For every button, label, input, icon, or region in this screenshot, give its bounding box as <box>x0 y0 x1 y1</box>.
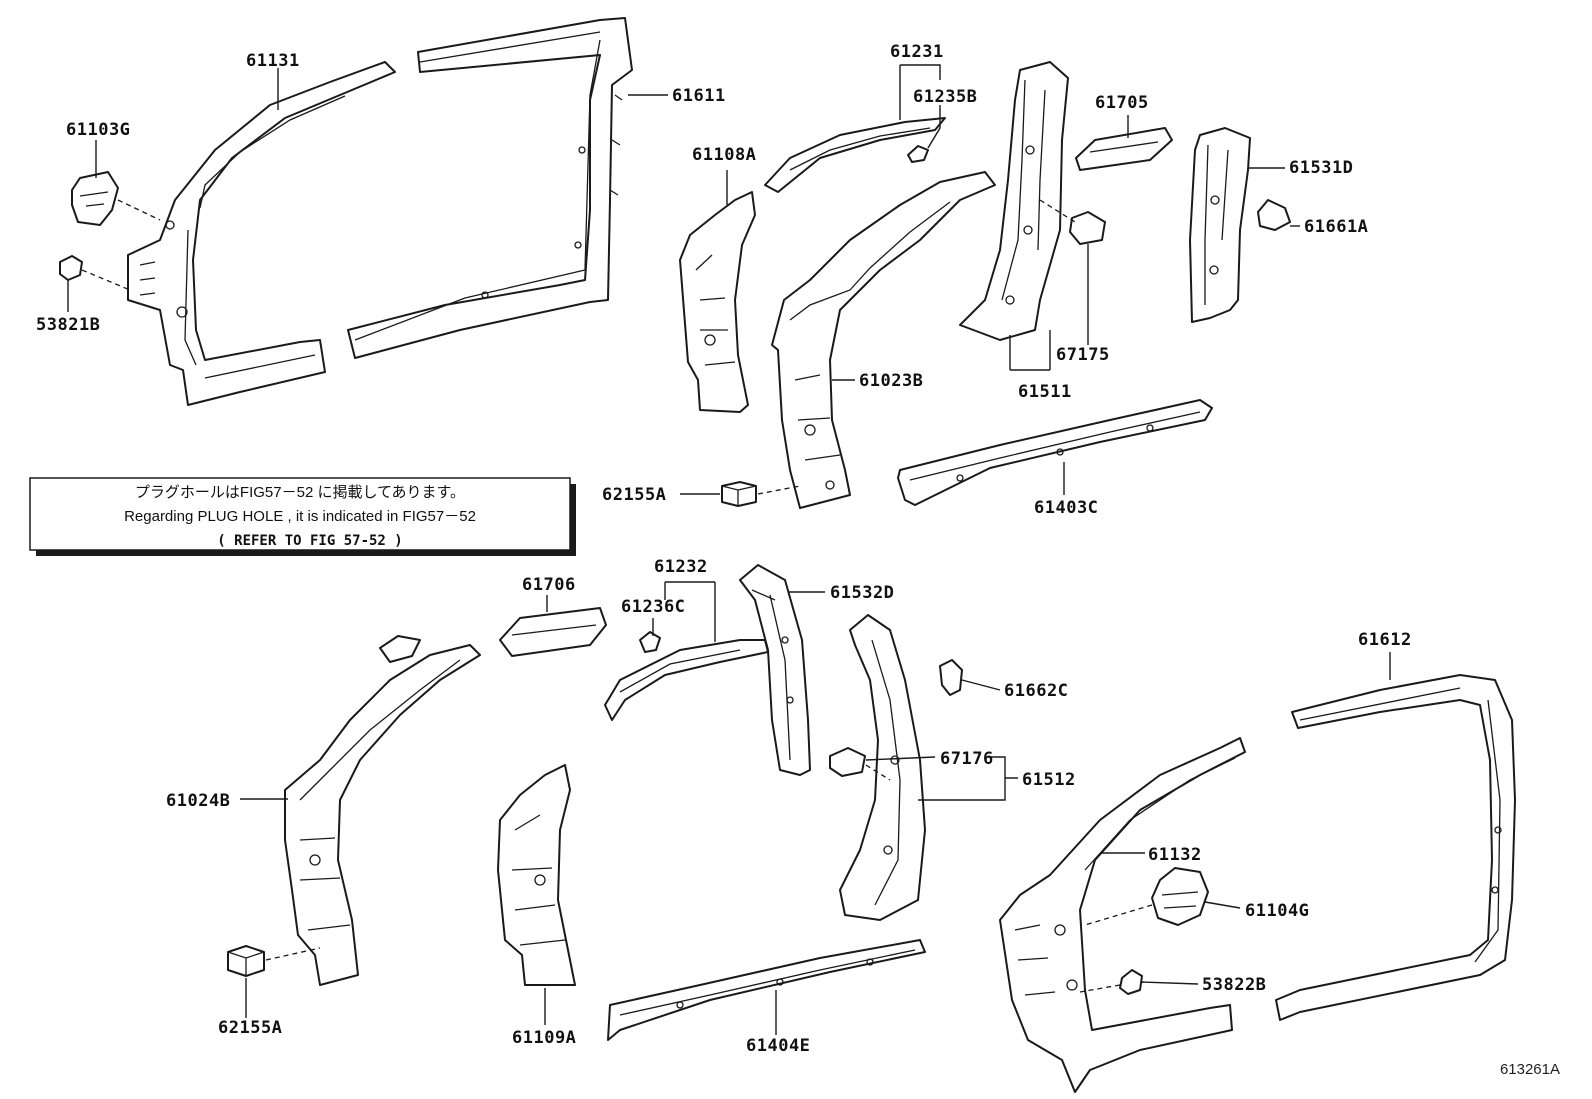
part-61132-side-panel-shape <box>999 737 1246 1093</box>
part-61236C-clip-shape <box>639 631 661 653</box>
label-61532D: 61532D <box>830 583 894 603</box>
note-line-japanese: プラグホールはFIG57－52 に掲載してあります。 <box>135 484 465 501</box>
part-62155A-top-sponge-shape <box>721 481 757 507</box>
part-number-labels: 61131 61103G 53821B 61611 61231 61235B 6… <box>36 42 1412 1056</box>
label-61404E: 61404E <box>746 1036 810 1056</box>
label-53821B: 53821B <box>36 315 100 335</box>
label-61512: 61512 <box>1022 770 1076 790</box>
label-61104G: 61104G <box>1245 901 1309 921</box>
part-67176-bracket-shape <box>829 747 866 777</box>
label-67175: 67175 <box>1056 345 1110 365</box>
label-61662C: 61662C <box>1004 681 1068 701</box>
label-61131: 61131 <box>246 51 300 71</box>
part-61103G-bracket-shape <box>71 171 119 226</box>
leader-lines <box>67 64 1391 1035</box>
part-61404E-rocker-shape <box>607 939 926 1041</box>
label-62155A-bottom: 62155A <box>218 1018 282 1038</box>
part-61108A-pillar-shape <box>679 191 756 413</box>
label-61232: 61232 <box>654 557 708 577</box>
part-61611-door-frame-shape <box>347 17 633 359</box>
label-61403C: 61403C <box>1034 498 1098 518</box>
label-61706: 61706 <box>522 575 576 595</box>
part-61706-bracket-shape <box>499 607 607 657</box>
label-61108A: 61108A <box>692 145 756 165</box>
part-61511-pillar-shape <box>959 61 1069 341</box>
part-61024B-pillar-shape <box>284 635 481 986</box>
part-61512-pillar-shape <box>839 614 926 921</box>
label-61132: 61132 <box>1148 845 1202 865</box>
label-61531D: 61531D <box>1289 158 1353 178</box>
part-53822B-clip-shape <box>1119 969 1143 995</box>
note-line-refer: ( REFER TO FIG 57-52 ) <box>217 533 402 549</box>
label-61705: 61705 <box>1095 93 1149 113</box>
part-61705-bracket-shape <box>1075 127 1173 171</box>
label-61235B: 61235B <box>913 87 977 107</box>
part-61661A-bracket-shape <box>1257 199 1291 231</box>
label-61103G: 61103G <box>66 120 130 140</box>
label-61236C: 61236C <box>621 597 685 617</box>
label-61661A: 61661A <box>1304 217 1368 237</box>
note-line-english: Regarding PLUG HOLE , it is indicated in… <box>124 508 476 525</box>
label-53822B: 53822B <box>1202 975 1266 995</box>
part-67175-bracket-shape <box>1069 211 1106 245</box>
part-61104G-bracket-shape <box>1151 867 1209 926</box>
label-61023B: 61023B <box>859 371 923 391</box>
part-61235B-clip-shape <box>907 145 929 163</box>
part-61131-side-panel-shape <box>127 61 396 406</box>
plug-hole-note-box: プラグホールはFIG57－52 に掲載してあります。 Regarding PLU… <box>29 477 576 556</box>
label-61612: 61612 <box>1358 630 1412 650</box>
label-67176: 67176 <box>940 749 994 769</box>
part-61403C-rocker-shape <box>897 399 1213 506</box>
label-61511: 61511 <box>1018 382 1072 402</box>
label-61611: 61611 <box>672 86 726 106</box>
figure-id: 613261A <box>1500 1061 1560 1078</box>
part-62155A-bottom-sponge-shape <box>227 945 265 977</box>
label-62155A-top: 62155A <box>602 485 666 505</box>
part-61023B-pillar-shape <box>771 171 996 509</box>
part-61532D-pillar-shape <box>739 564 811 776</box>
part-61232-rail-shape <box>604 639 769 721</box>
label-61109A: 61109A <box>512 1028 576 1048</box>
part-61109A-pillar-shape <box>497 764 576 986</box>
part-61531D-pillar-shape <box>1189 127 1251 323</box>
part-53821B-clip-shape <box>59 255 83 281</box>
label-61231: 61231 <box>890 42 944 62</box>
part-61612-door-frame-shape <box>1275 674 1516 1021</box>
label-61024B: 61024B <box>166 791 230 811</box>
part-61662C-clip-shape <box>939 659 963 696</box>
